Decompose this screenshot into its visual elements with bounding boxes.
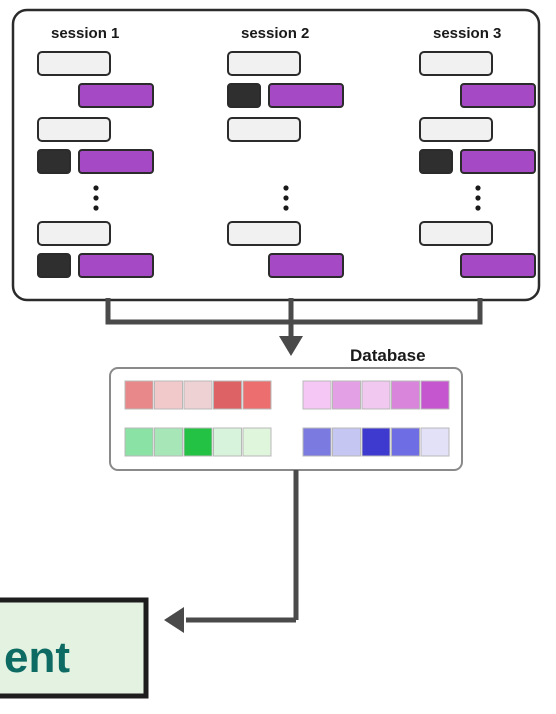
database-cell (242, 380, 272, 410)
tool-block (37, 149, 71, 174)
query-block (419, 51, 493, 76)
database-group-4 (302, 427, 450, 457)
tool-block (37, 253, 71, 278)
session-2: session 2 (227, 25, 344, 278)
database-cell (391, 427, 420, 457)
sessions-layer: session 1 session 2 session 3 (37, 25, 536, 278)
down-arrow-icon (279, 336, 303, 356)
left-arrow-icon (164, 607, 184, 633)
response-block (460, 253, 536, 278)
response-block (78, 83, 154, 108)
database-cell (213, 427, 242, 457)
ellipsis-dot (93, 195, 99, 201)
session-label: session 1 (51, 25, 119, 42)
database-cell (361, 380, 391, 410)
session-1: session 1 (37, 25, 154, 278)
response-block (78, 253, 154, 278)
agent-label: ent (4, 633, 70, 682)
sessions-merge-connector (105, 298, 483, 325)
database-cell (154, 380, 183, 410)
response-block (268, 253, 344, 278)
database-cell (242, 427, 272, 457)
response-block (78, 149, 154, 174)
tool-block (419, 149, 453, 174)
database-cell (302, 380, 332, 410)
ellipsis-dot (475, 205, 481, 211)
query-block (227, 221, 301, 246)
ellipsis-dot (93, 205, 99, 211)
database-cell (361, 427, 391, 457)
database-cell (124, 427, 154, 457)
tool-block (227, 83, 261, 108)
database-cell (183, 380, 213, 410)
database-cell (332, 427, 361, 457)
database-cell (124, 380, 154, 410)
query-block (37, 51, 111, 76)
database-cell (391, 380, 420, 410)
ellipsis-dot (283, 185, 289, 191)
database-cell (420, 380, 450, 410)
database-group-3 (124, 427, 272, 457)
query-block (419, 117, 493, 142)
response-block (460, 149, 536, 174)
ellipsis-dot (93, 185, 99, 191)
ellipsis-dot (475, 185, 481, 191)
database-cell (154, 427, 183, 457)
database-cells (124, 380, 450, 457)
sessions-panel (11, 8, 541, 302)
session-3: session 3 (419, 25, 536, 278)
database-cell (213, 380, 242, 410)
agent-box (0, 597, 149, 699)
query-block (419, 221, 493, 246)
query-block (227, 51, 301, 76)
database-cell (332, 380, 361, 410)
database-label: Database (350, 346, 426, 365)
ellipsis-dot (283, 205, 289, 211)
query-block (37, 221, 111, 246)
database-cell (420, 427, 450, 457)
session-label: session 3 (433, 25, 501, 42)
database-cell (302, 427, 332, 457)
ellipsis-dot (283, 195, 289, 201)
query-block (37, 117, 111, 142)
response-block (268, 83, 344, 108)
session-label: session 2 (241, 25, 309, 42)
query-block (227, 117, 301, 142)
database-group-2 (302, 380, 450, 410)
response-block (460, 83, 536, 108)
ellipsis-dot (475, 195, 481, 201)
database-cell (183, 427, 213, 457)
database-group-1 (124, 380, 272, 410)
